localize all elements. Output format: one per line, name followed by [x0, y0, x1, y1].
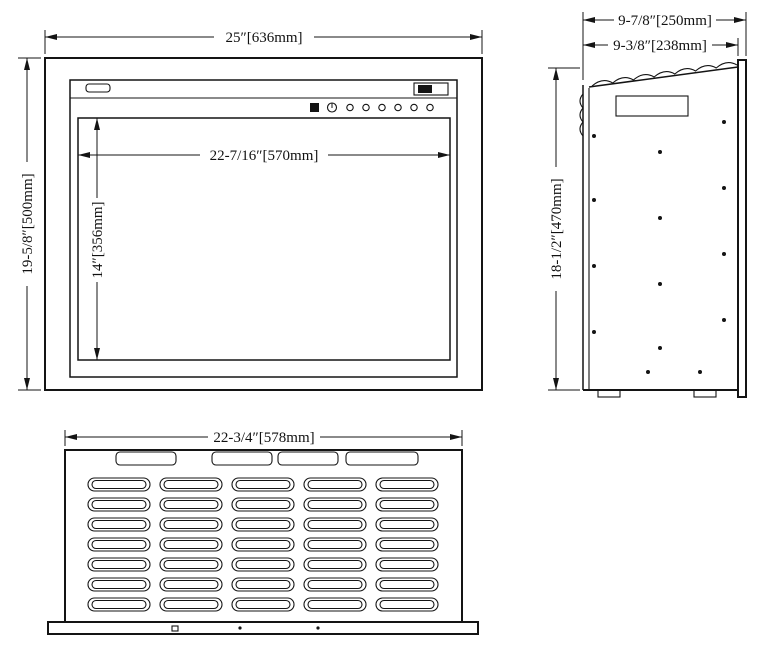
- side-top-scallops: [591, 62, 738, 87]
- top-outer-frame: [64, 449, 463, 623]
- top-tab-2: [211, 451, 273, 466]
- front-opening-width-label: 22-7/16″[570mm]: [210, 148, 319, 164]
- base-hole-2: [316, 626, 320, 630]
- side-height-dimension: 18-1/2″[470mm]: [548, 67, 580, 391]
- front-switch-box: [413, 82, 449, 96]
- front-width-dimension: 25″[636mm]: [44, 29, 483, 54]
- top-base-plate: [47, 621, 479, 635]
- front-opening-height-dimension: 14″[356mm]: [89, 118, 106, 360]
- front-width-label: 25″[636mm]: [225, 30, 302, 46]
- display-window-icon: [310, 103, 319, 112]
- control-button-4: [394, 103, 402, 112]
- side-depth-body-label: 9-3/8″[238mm]: [613, 38, 707, 54]
- front-control-panel: [310, 102, 434, 113]
- front-opening-height-label: 14″[356mm]: [90, 201, 106, 278]
- control-button-2: [362, 103, 370, 112]
- front-view: 25″[636mm] 19-5/8″[500mm] 22-7/16″[570mm…: [18, 29, 483, 391]
- side-rating-label-plate: [615, 95, 689, 117]
- front-switch-toggle: [418, 85, 432, 93]
- top-width-dimension: 22-3/4″[578mm]: [64, 429, 463, 446]
- front-inner-frame: [69, 79, 458, 378]
- side-top-slant-line: [588, 66, 739, 88]
- control-button-3: [378, 103, 386, 112]
- front-height-dimension: 19-5/8″[500mm]: [18, 57, 41, 391]
- side-front-flange: [737, 59, 747, 398]
- side-height-label: 18-1/2″[470mm]: [549, 178, 565, 279]
- side-screw-holes: [592, 120, 726, 374]
- top-view-louvers: [87, 477, 439, 612]
- side-depth-overall-dimension: 9-7/8″[250mm]: [582, 12, 747, 80]
- side-left-scallops: [579, 93, 584, 137]
- front-hinge-left: [85, 83, 111, 93]
- top-width-label: 22-3/4″[578mm]: [213, 430, 314, 446]
- front-opening-width-dimension: 22-7/16″[570mm]: [78, 147, 450, 164]
- top-tab-1: [115, 451, 177, 466]
- side-depth-overall-label: 9-7/8″[250mm]: [618, 13, 712, 29]
- side-foot-left: [597, 389, 621, 398]
- side-depth-body-dimension: 9-3/8″[238mm]: [583, 37, 739, 56]
- control-button-6: [426, 103, 434, 112]
- front-outer-frame: [44, 57, 483, 391]
- top-view: 22-3/4″[578mm]: [47, 429, 479, 635]
- side-view: 9-7/8″[250mm] 9-3/8″[238mm] 18-1/2″[470m…: [548, 12, 747, 398]
- side-foot-right: [693, 389, 717, 398]
- control-button-1: [346, 103, 354, 112]
- base-hole-1: [238, 626, 242, 630]
- front-height-label: 19-5/8″[500mm]: [20, 173, 36, 274]
- control-button-5: [410, 103, 418, 112]
- top-tab-4: [345, 451, 419, 466]
- front-opening: [77, 117, 451, 361]
- base-switch-mark: [171, 625, 179, 632]
- top-tab-3: [277, 451, 339, 466]
